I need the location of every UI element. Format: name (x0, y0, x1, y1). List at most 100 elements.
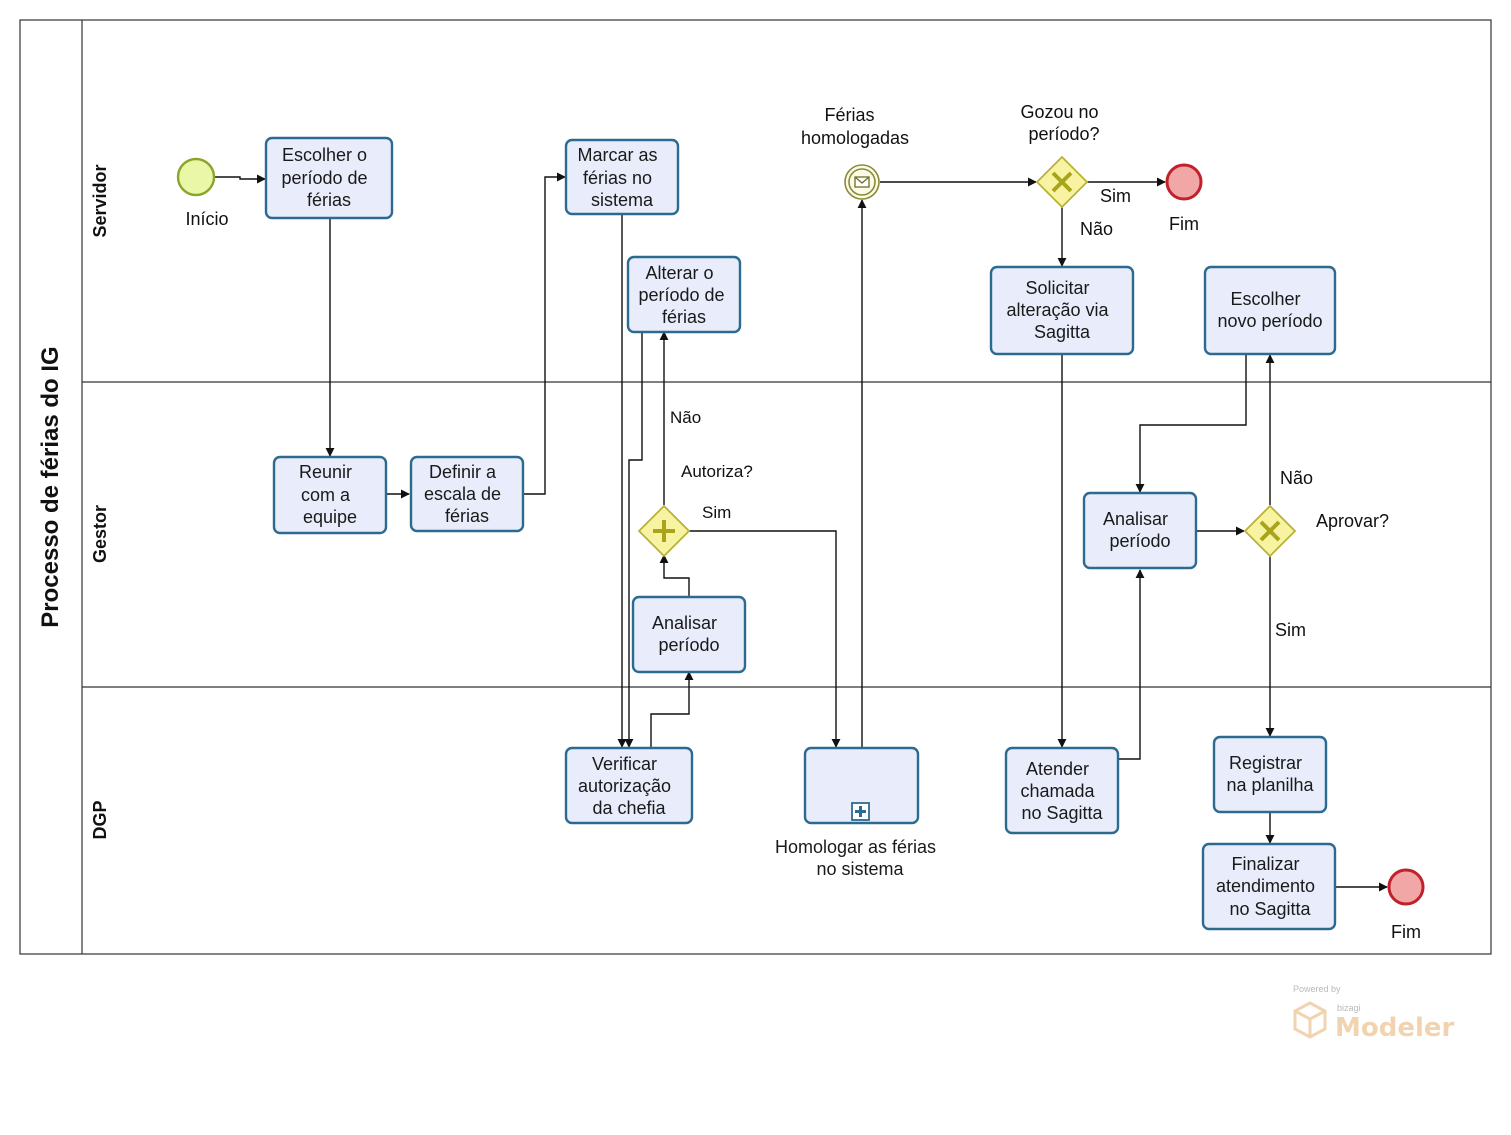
start-event-label: Início (185, 209, 228, 229)
lane-title-dgp: DGP (90, 800, 110, 839)
svg-text:Escolher novo período: Escolher novo período (1217, 289, 1322, 331)
task-label: Finalizar (1231, 854, 1299, 874)
gateway-gozou-label: Gozou no período? (1020, 102, 1103, 144)
watermark-brand: bizagi (1337, 1003, 1361, 1013)
watermark-powered-by: Powered by (1293, 984, 1341, 994)
flow-label-gozou-nao: Não (1080, 219, 1113, 239)
gateway-gozou[interactable]: Gozou no período? (1020, 102, 1103, 209)
subprocess-label: no sistema (816, 859, 904, 879)
svg-text:Registrar na planilha: Registrar na planilha (1226, 753, 1314, 795)
x-icon (1259, 520, 1281, 542)
task-label: Marcar as (577, 145, 657, 165)
task-label: Alterar o (645, 263, 713, 283)
pool: Processo de férias do IG Servidor Gestor… (19, 19, 1492, 955)
task-label: escala de (424, 484, 501, 504)
task-analisar-periodo-gestor[interactable]: Analisar período (631, 595, 747, 674)
task-label: com a (301, 485, 351, 505)
svg-text:Analisar período: Analisar período (1103, 509, 1173, 551)
task-label: período de (638, 285, 724, 305)
svg-text:Atender chamada: Atender chamada no Sagitta (1020, 759, 1103, 823)
end-event-1[interactable]: Fim (1165, 163, 1203, 234)
task-escolher-novo-periodo[interactable]: Escolher novo período (1203, 265, 1337, 356)
end-event-2-label: Fim (1391, 922, 1421, 942)
flow-alterar-to-verificar (624, 332, 643, 748)
task-label: Verificar (592, 754, 657, 774)
task-label: Analisar (1103, 509, 1168, 529)
task-label: alteração via (1006, 300, 1109, 320)
task-label: autorização (578, 776, 671, 796)
task-analisar-periodo-alteracao[interactable]: Analisar período (1082, 491, 1198, 570)
task-registrar-planilha[interactable]: Registrar na planilha (1212, 735, 1328, 814)
task-escolher-periodo[interactable]: Escolher o período de férias (264, 136, 394, 220)
flow-label-autoriza-nao: Não (670, 408, 701, 427)
subprocess-label: Homologar as férias (775, 837, 936, 857)
gateway-autoriza[interactable]: Autoriza? (637, 462, 753, 558)
svg-text:Escolher o período de: Escolher o período de férias (281, 145, 372, 210)
svg-text:Analisar período: Analisar período (652, 613, 722, 655)
pool-border (19, 19, 1492, 955)
task-label: da chefia (592, 798, 666, 818)
task-label: atendimento (1216, 876, 1315, 896)
task-label: no Sagitta (1229, 899, 1311, 919)
task-label: chamada (1020, 781, 1095, 801)
watermark-product: Modeler (1335, 1013, 1455, 1043)
flow-label-gozou-sim: Sim (1100, 186, 1131, 206)
flow-labels: Não Sim Sim Não Não Sim (670, 186, 1313, 640)
lane-title-gestor: Gestor (90, 505, 110, 563)
end-event-1-label: Fim (1169, 214, 1199, 234)
task-label: período de (281, 168, 367, 188)
events: Início Férias homologadas Fim Fim (176, 105, 1425, 942)
task-finalizar-atendimento[interactable]: Finalizar atendimento no Sagitta (1201, 842, 1337, 931)
task-label: equipe (303, 507, 357, 527)
task-reunir-equipe[interactable]: Reunir com a equipe (272, 455, 388, 535)
flow-label-aprovar-sim: Sim (1275, 620, 1306, 640)
task-atender-chamada[interactable]: Atender chamada no Sagitta (1004, 746, 1120, 835)
subprocess-homologar[interactable]: Homologar as férias no sistema (775, 746, 941, 879)
start-event[interactable]: Início (176, 157, 229, 229)
task-label: Escolher o (282, 145, 367, 165)
task-verificar-autorizacao[interactable]: Verificar autorização da chefia (564, 746, 694, 825)
task-solicitar-alteracao[interactable]: Solicitar alteração via Sagitta (989, 265, 1135, 356)
expand-icon[interactable] (851, 802, 870, 821)
flow-label-autoriza-sim: Sim (702, 503, 731, 522)
lane-title-servidor: Servidor (90, 164, 110, 237)
task-label: na planilha (1226, 775, 1314, 795)
message-event-label: Férias homologadas (801, 105, 909, 148)
task-label: período (658, 635, 719, 655)
flow-atender-to-analisar (1119, 569, 1145, 760)
sequence-flows (214, 172, 1388, 892)
task-label: Registrar (1229, 753, 1302, 773)
flow-escolher-novo-to-analisar (1135, 355, 1247, 493)
tasks: Escolher o período de férias Marcar as f… (264, 136, 1337, 931)
end-event-2[interactable]: Fim (1387, 868, 1425, 942)
task-label: sistema (591, 190, 654, 210)
message-catch-event[interactable]: Férias homologadas (801, 105, 909, 200)
task-label: férias (662, 307, 706, 327)
task-marcar-ferias[interactable]: Marcar as férias no sistema (564, 138, 680, 216)
task-label: novo período (1217, 311, 1322, 331)
envelope-icon (854, 176, 870, 188)
bizagi-watermark: Powered by bizagi Modeler (1293, 984, 1455, 1043)
bizagi-logo-icon (1293, 1001, 1327, 1039)
svg-text:Solicitar alteração vi: Solicitar alteração via Sagitta (1006, 278, 1113, 342)
svg-text:Finalizar atendimento: Finalizar atendimento no Sagitta (1216, 854, 1320, 919)
gateways: Autoriza? Gozou no período? Aprovar? (637, 102, 1389, 558)
gateway-aprovar-label: Aprovar? (1316, 511, 1389, 531)
svg-text:Homologar as férias no: Homologar as férias no sistema (775, 837, 941, 879)
svg-text:Verificar autorização: Verificar autorização da chefia (578, 754, 676, 818)
task-label: Sagitta (1034, 322, 1091, 342)
task-label: período (1109, 531, 1170, 551)
plus-icon (653, 520, 675, 542)
task-definir-escala[interactable]: Definir a escala de férias (409, 455, 525, 533)
task-label: Solicitar (1025, 278, 1089, 298)
svg-text:Alterar o período de: Alterar o período de férias (638, 263, 729, 327)
task-alterar-periodo[interactable]: Alterar o período de férias (626, 255, 742, 334)
gateway-aprovar[interactable]: Aprovar? (1243, 504, 1389, 558)
task-label: no Sagitta (1021, 803, 1103, 823)
task-label: Escolher (1230, 289, 1300, 309)
svg-text:Definir a escala de: Definir a escala de férias (424, 462, 506, 526)
flow-start-to-escolher (214, 174, 266, 184)
flow-autoriza-sim (689, 530, 841, 748)
task-label: Reunir (299, 462, 352, 482)
